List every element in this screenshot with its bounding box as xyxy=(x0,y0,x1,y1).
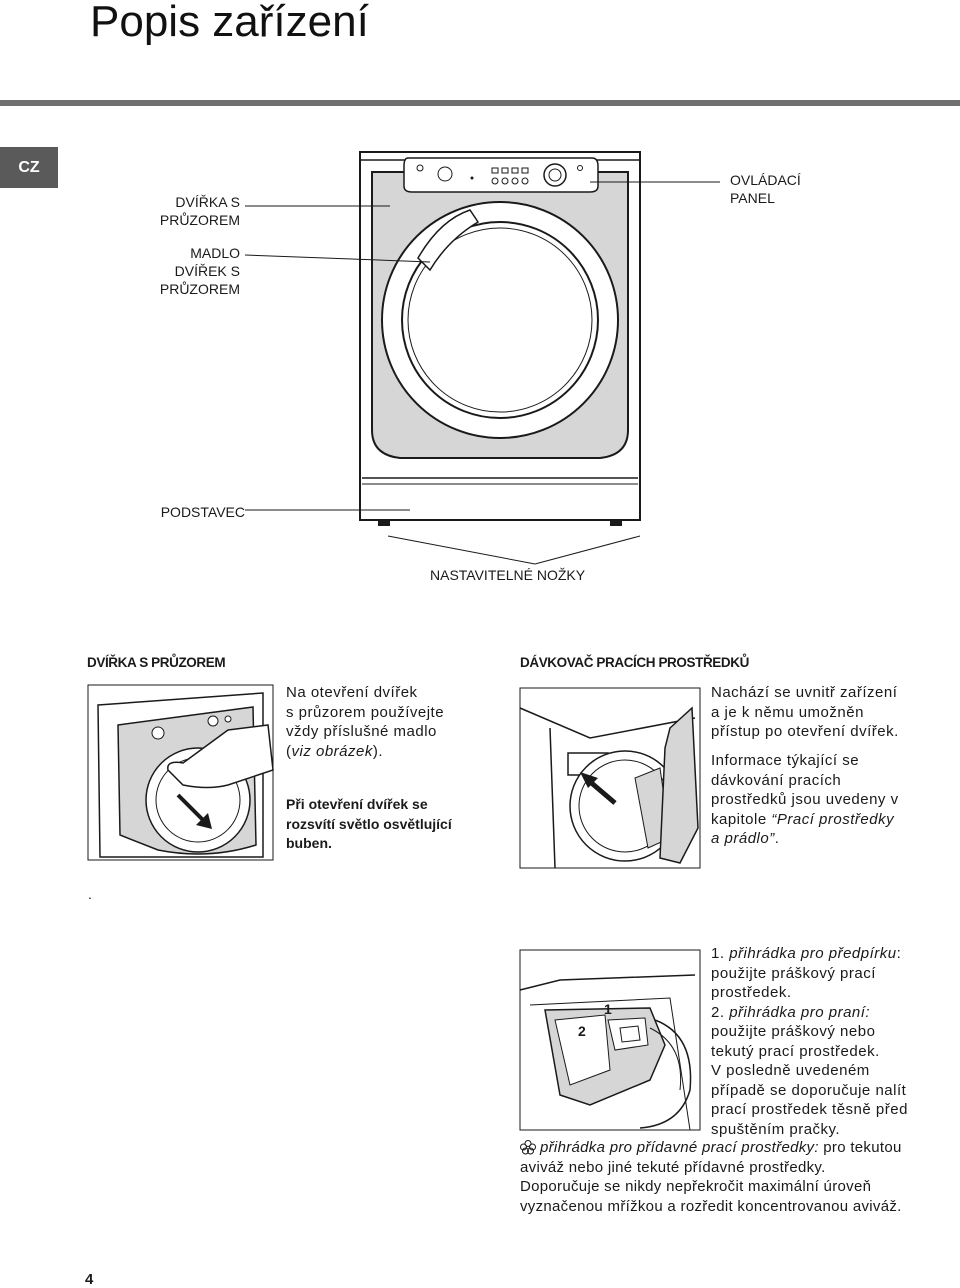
text-line: prostředků jsou uvedeny v xyxy=(711,791,899,808)
door-label-line: DVÍŘKA S xyxy=(175,194,240,210)
handle-label-line: MADLO xyxy=(190,245,240,261)
text-line: a prádlo”. xyxy=(711,829,951,849)
text-line: případě se doporučuje nalít xyxy=(711,1081,907,1099)
feet-label: NASTAVITELNÉ NOŽKY xyxy=(430,567,586,583)
text-line: V posledně uvedeném xyxy=(711,1062,870,1079)
text-line: Doporučuje se nikdy nepřekročit maximáln… xyxy=(520,1178,872,1195)
language-tab: CZ xyxy=(0,147,58,188)
text-line: vyznačenou mřížkou a rozředit koncentrov… xyxy=(520,1197,902,1215)
text-span: pro tekutou xyxy=(818,1139,902,1156)
door-label-line: PRŮZOREM xyxy=(159,212,240,228)
text-line: prací prostředek těsně před xyxy=(711,1101,908,1118)
header-rule xyxy=(0,100,960,106)
text-line: použijte práškový prací xyxy=(711,964,876,982)
flower-icon xyxy=(520,1140,536,1155)
text-line: aviváž nebo jiné tekuté přídavné prostře… xyxy=(520,1158,826,1176)
text-span: ). xyxy=(372,742,384,760)
text-line: přístup po otevření dvířek. xyxy=(711,723,899,740)
door-section-heading: DVÍŘKA S PRŮZOREM xyxy=(87,655,226,670)
door-paragraph: Na otevření dvířek s průzorem používejte… xyxy=(286,683,486,761)
text-line: použijte práškový nebo xyxy=(711,1023,876,1040)
handle-label-line: DVÍŘEK S xyxy=(174,263,240,279)
text-span: : xyxy=(896,945,902,962)
text-line: a je k němu umožněn xyxy=(711,703,864,721)
text-line: Při otevření dvířek se xyxy=(286,796,428,812)
text-emphasis: přihrádka pro přídavné prací prostředky: xyxy=(540,1139,819,1156)
handle-label: MADLO DVÍŘEK S PRŮZOREM xyxy=(140,244,240,298)
door-open-illustration xyxy=(87,684,274,861)
text-line: buben. xyxy=(286,835,332,851)
text-line: (viz obrázek). xyxy=(286,742,486,762)
text-line: vždy příslušné madlo xyxy=(286,723,437,740)
text-span: . xyxy=(774,830,780,847)
text-emphasis: přihrádka pro předpírku xyxy=(729,945,897,962)
text-span: kapitole xyxy=(711,810,772,828)
text-line: rozsvítí světlo osvětlující xyxy=(286,815,452,832)
text-line: prostředek. xyxy=(711,984,792,1001)
text-line: tekutý prací prostředek. xyxy=(711,1042,880,1060)
text-span: 1. xyxy=(711,945,730,962)
stray-dot: . xyxy=(88,886,92,902)
washing-machine-diagram xyxy=(244,151,720,565)
text-emphasis: přihrádka pro praní: xyxy=(729,1003,871,1021)
page-title: Popis zařízení xyxy=(90,0,369,46)
text-line: přihrádka pro přídavné prací prostředky:… xyxy=(520,1138,950,1158)
drawer-compartment-2-number: 2 xyxy=(578,1023,586,1039)
text-line: spuštěním pračky. xyxy=(711,1120,841,1138)
text-emphasis: a prádlo” xyxy=(711,830,775,847)
text-line: Nachází se uvnitř zařízení xyxy=(711,684,898,701)
text-emphasis: viz obrázek xyxy=(291,742,373,760)
text-span: 2. xyxy=(711,1003,730,1021)
text-emphasis: “Prací prostředky xyxy=(771,810,895,828)
text-line: 2. přihrádka pro praní: xyxy=(711,1003,956,1023)
page-number: 4 xyxy=(85,1271,94,1288)
door-light-note: Při otevření dvířek se rozsvítí světlo o… xyxy=(286,795,486,854)
text-line: kapitole “Prací prostředky xyxy=(711,810,951,830)
detergent-drawer-illustration: 1 2 xyxy=(519,949,701,1131)
control-panel-label: OVLÁDACÍ PANEL xyxy=(730,171,850,207)
dispenser-paragraph-2: Informace týkající se dávkování pracích … xyxy=(711,751,951,849)
arrow-icon xyxy=(196,813,212,829)
base-label: PODSTAVEC xyxy=(160,504,245,520)
drawer-compartment-1-number: 1 xyxy=(604,1001,612,1017)
text-line: dávkování pracích xyxy=(711,771,842,789)
dispenser-paragraph-1: Nachází se uvnitř zařízení a je k němu u… xyxy=(711,683,951,742)
panel-label-line: PANEL xyxy=(730,190,775,206)
text-span: ( xyxy=(286,742,292,760)
door-label: DVÍŘKA S PRŮZOREM xyxy=(140,193,240,229)
panel-label-line: OVLÁDACÍ xyxy=(730,172,801,188)
softener-compartment-text: přihrádka pro přídavné prací prostředky:… xyxy=(520,1138,950,1216)
text-line: Na otevření dvířek xyxy=(286,684,418,701)
arrow-icon xyxy=(580,772,598,788)
text-line: s průzorem používejte xyxy=(286,703,445,721)
handle-label-line: PRŮZOREM xyxy=(159,281,240,297)
dispenser-location-illustration xyxy=(519,687,701,869)
text-line: Informace týkající se xyxy=(711,752,860,769)
compartments-text: 1. přihrádka pro předpírku: použijte prá… xyxy=(711,944,956,1139)
text-line: 1. přihrádka pro předpírku: xyxy=(711,944,956,964)
dispenser-section-heading: DÁVKOVAČ PRACÍCH PROSTŘEDKŮ xyxy=(520,655,749,670)
